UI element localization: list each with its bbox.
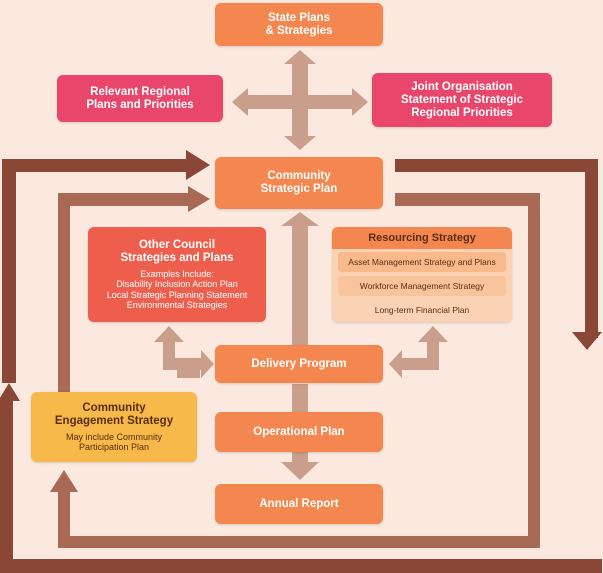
- resourcing-strategy-box: Resourcing Strategy Asset Management Str…: [332, 227, 512, 322]
- regional-plans-title: Relevant Regional Plans and Priorities: [86, 85, 194, 111]
- regional-plans-box: Relevant Regional Plans and Priorities: [57, 75, 223, 122]
- other-council-detail: Examples Include: Disability Inclusion A…: [106, 268, 248, 311]
- vertical-spine-arrows: [281, 212, 319, 480]
- delivery-program-title: Delivery Program: [251, 357, 347, 370]
- annual-report-title: Annual Report: [259, 497, 339, 510]
- operational-plan-title: Operational Plan: [253, 425, 345, 438]
- inner-loop-arrow: [50, 186, 540, 548]
- community-engagement-box: Community Engagement Strategy May includ…: [31, 392, 197, 462]
- outer-loop-arrow: [0, 150, 602, 573]
- other-council-title: Other Council Strategies and Plans: [120, 238, 234, 264]
- joint-organisation-title: Joint Organisation Statement of Strategi…: [400, 80, 524, 119]
- community-strategic-plan-box: Community Strategic Plan: [215, 157, 383, 209]
- community-engagement-detail: May include Community Participation Plan: [65, 431, 163, 453]
- resourcing-item-workforce: Workforce Management Strategy: [338, 276, 506, 296]
- delivery-program-box: Delivery Program: [215, 345, 383, 383]
- operational-plan-box: Operational Plan: [215, 412, 383, 452]
- state-plans-title: State Plans & Strategies: [265, 11, 333, 37]
- community-strategic-plan-title: Community Strategic Plan: [260, 170, 338, 195]
- resourcing-item-financial: Long-term Financial Plan: [338, 300, 506, 320]
- resourcing-item-asset: Asset Management Strategy and Plans: [338, 252, 506, 272]
- elbow-connectors: [154, 326, 448, 378]
- resourcing-strategy-title: Resourcing Strategy: [332, 227, 512, 249]
- other-council-box: Other Council Strategies and Plans Examp…: [88, 227, 266, 322]
- annual-report-box: Annual Report: [215, 484, 383, 524]
- community-engagement-title: Community Engagement Strategy: [54, 401, 174, 427]
- joint-organisation-box: Joint Organisation Statement of Strategi…: [372, 73, 552, 127]
- cross-arrows: [232, 50, 368, 150]
- state-plans-box: State Plans & Strategies: [215, 3, 383, 46]
